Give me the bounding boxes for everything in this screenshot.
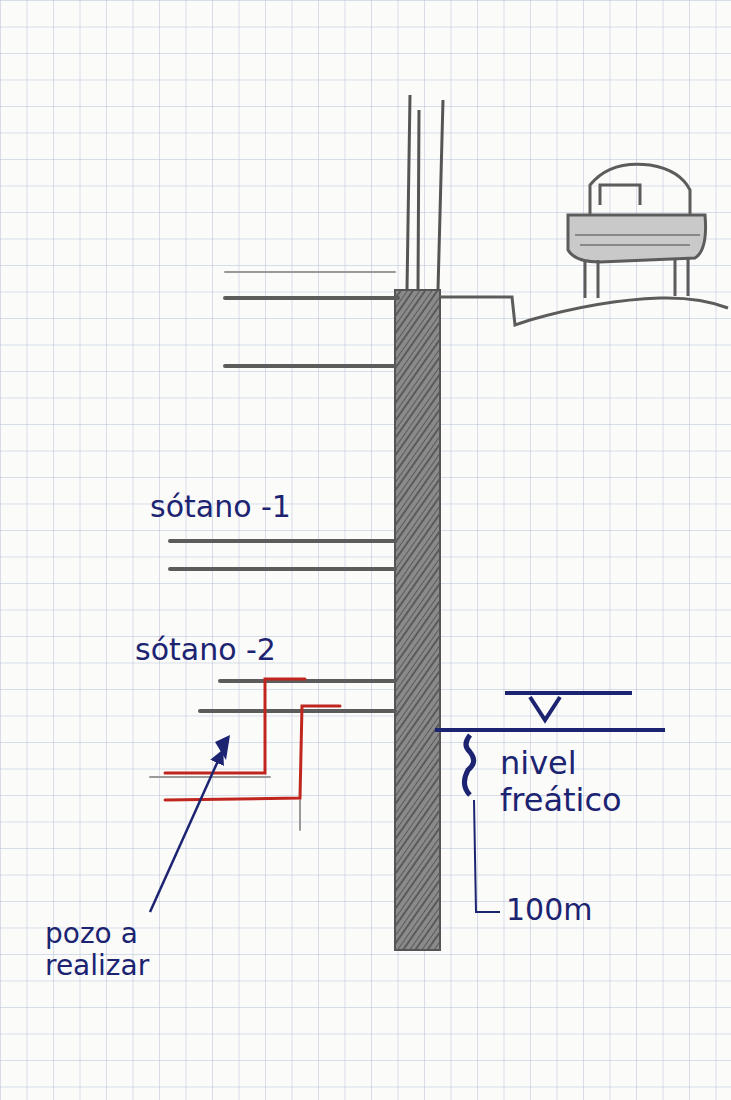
pit-outline xyxy=(165,706,340,800)
machine-shading xyxy=(575,235,700,245)
machine-legs xyxy=(585,258,688,298)
depth-label: 100m xyxy=(506,893,656,928)
planned-pit xyxy=(165,679,340,800)
slab-line xyxy=(170,539,395,543)
machine-window xyxy=(600,185,640,205)
depth-leader xyxy=(474,800,500,912)
ground-line xyxy=(440,297,728,325)
floor-label: sótano -1 xyxy=(150,490,380,525)
drilling-machine xyxy=(568,164,706,298)
water-table-label: nivel freático xyxy=(500,745,685,819)
slab-line xyxy=(225,271,395,273)
diaphragm-wall xyxy=(395,290,440,950)
machine-body xyxy=(568,215,706,262)
floor-label: sótano -2 xyxy=(135,633,365,668)
water-line xyxy=(435,728,665,732)
slab-line xyxy=(200,709,395,713)
wall-rebars xyxy=(407,95,443,290)
water-line xyxy=(505,691,632,695)
callout-label: pozo a realizar xyxy=(45,918,220,982)
floor-slabs xyxy=(150,272,398,830)
callout-leader xyxy=(150,752,222,912)
slab-line xyxy=(299,800,301,830)
slab-line xyxy=(225,364,395,368)
slab-line xyxy=(225,296,398,300)
pit-outline xyxy=(165,679,305,773)
slab-line xyxy=(170,567,395,571)
slab-line xyxy=(220,679,395,683)
machine-cab xyxy=(590,164,690,215)
water-triangle xyxy=(530,697,560,720)
callout-arrowhead xyxy=(215,735,230,760)
depth-dots xyxy=(464,735,473,795)
